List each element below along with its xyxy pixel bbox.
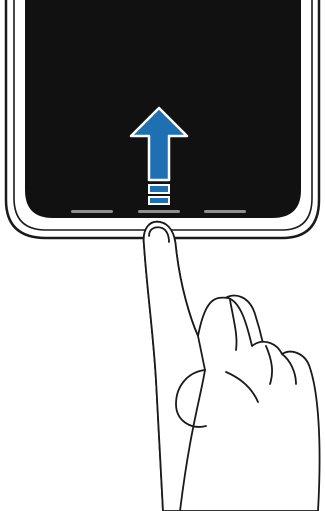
- nav-handle-left: [71, 210, 113, 213]
- arrow-trail-2: [149, 197, 169, 204]
- pointing-hand: [144, 222, 320, 511]
- nav-handle-right: [204, 210, 246, 213]
- arrow-trail-1: [149, 185, 169, 193]
- nav-handle-center: [138, 210, 180, 213]
- navigation-bar: [71, 210, 246, 213]
